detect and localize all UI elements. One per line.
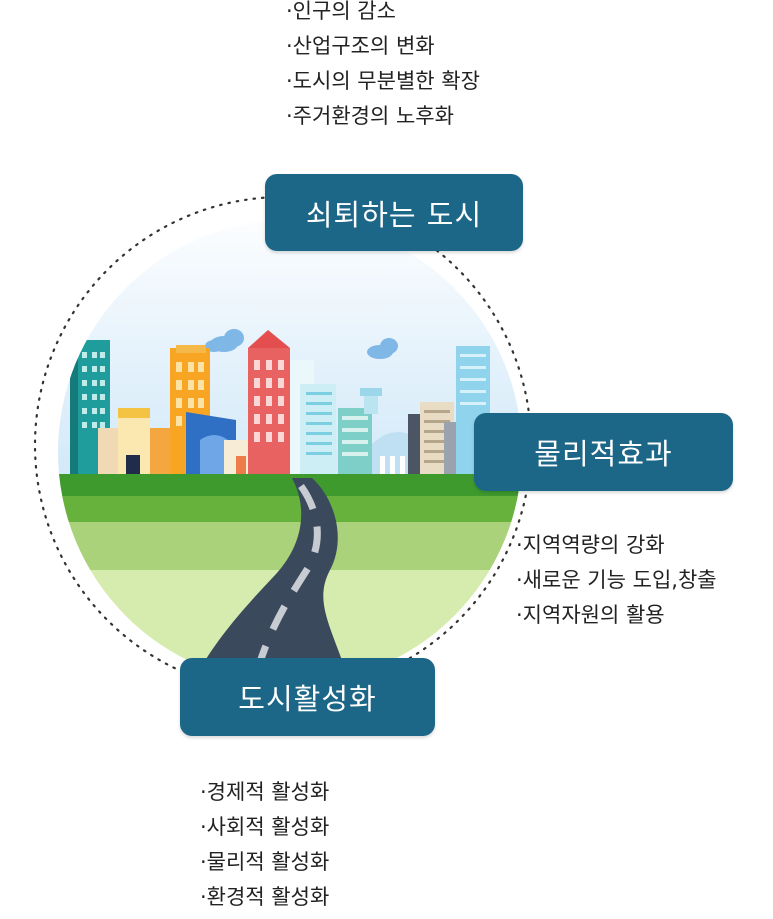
building-group xyxy=(70,330,490,480)
cloud-icon xyxy=(367,338,398,359)
list-item: ·산업구조의 변화 xyxy=(286,34,435,58)
cause-list: ·인구의 감소 ·산업구조의 변화 ·도시의 무분별한 확장 ·주거환경의 노후… xyxy=(286,0,480,134)
list-item: ·지역역량의 강화 xyxy=(516,533,665,557)
declining-city-label: 쇠퇴하는 도시 xyxy=(265,174,523,251)
urban-revitalization-label: 도시활성화 xyxy=(180,658,435,736)
road xyxy=(188,478,352,684)
list-item: ·경제적 활성화 xyxy=(200,780,330,804)
cloud-icon xyxy=(205,329,244,352)
revitalization-list: ·경제적 활성화 ·사회적 활성화 ·물리적 활성화 ·환경적 활성화 xyxy=(200,775,329,915)
list-item: ·인구의 감소 xyxy=(286,0,396,23)
list-item: ·물리적 활성화 xyxy=(200,850,330,874)
list-item: ·도시의 무분별한 확장 xyxy=(286,69,480,93)
effect-list: ·지역역량의 강화 ·새로운 기능 도입,창출 ·지역자원의 활용 xyxy=(516,528,717,633)
list-item: ·지역자원의 활용 xyxy=(516,603,665,627)
list-item: ·사회적 활성화 xyxy=(200,815,330,839)
list-item: ·주거환경의 노후화 xyxy=(286,104,454,128)
list-item: ·새로운 기능 도입,창출 xyxy=(516,568,717,592)
physical-effect-label: 물리적효과 xyxy=(474,413,733,491)
list-item: ·환경적 활성화 xyxy=(200,885,330,909)
